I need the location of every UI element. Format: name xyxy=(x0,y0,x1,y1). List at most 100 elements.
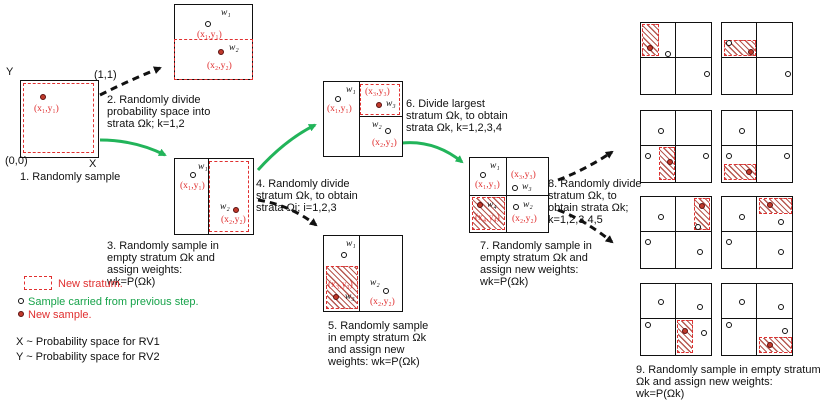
step9-option-8 xyxy=(721,283,793,356)
step7-caption: 7. Randomly sample in empty stratum Ωk a… xyxy=(480,240,592,288)
carried-sample-dot xyxy=(513,204,519,210)
legend-rv2: Y ~ Probability space for RV2 xyxy=(16,351,160,363)
stratum-divider xyxy=(208,159,210,234)
carried-sample-dot xyxy=(645,153,651,159)
corner-top-label: (1,1) xyxy=(94,69,117,81)
carried-sample-dot xyxy=(703,153,709,159)
step8-caption: 8. Randomly divide stratum Ωk, to obtain… xyxy=(548,178,642,226)
weight-label: w₁ xyxy=(221,8,231,18)
new-stratum xyxy=(759,198,792,214)
new-stratum xyxy=(694,198,710,230)
sample-label-2: (x₂,y₂) xyxy=(372,138,397,148)
weight-label: w₂ xyxy=(220,202,230,212)
carried-sample-dot xyxy=(512,185,518,191)
step3-caption: 3. Randomly sample in empty stratum Ωk a… xyxy=(107,240,219,288)
carried-sample-dot xyxy=(335,96,341,102)
step9-option-6 xyxy=(721,196,793,269)
carried-sample-dot xyxy=(697,249,703,255)
carried-sample-dot xyxy=(726,153,732,159)
carried-sample-dot xyxy=(383,288,389,294)
stratum-divider xyxy=(359,116,403,118)
new-sample-dot xyxy=(376,102,382,108)
weight-label: w₃ xyxy=(522,182,532,192)
stratum-divider xyxy=(722,318,792,320)
arrow-1-to-3 xyxy=(99,138,167,157)
step5-space: w₁ (x₃,y₃) w₃ w₂ (x₂,y₂) xyxy=(323,235,403,312)
carried-sample-dot xyxy=(726,40,732,46)
sample-label-3: (x₃,y₃) xyxy=(365,87,390,97)
carried-sample-dot xyxy=(480,172,486,178)
step2-space: w₁ (x₁,y₁) w₂ (x₂,y₂) xyxy=(174,4,253,80)
weight-label: w₁ xyxy=(346,85,356,95)
step1-stratum xyxy=(23,83,94,153)
carried-sample-dot xyxy=(785,71,791,77)
stratum-divider xyxy=(722,145,792,147)
new-sample-dot xyxy=(233,207,239,213)
sample-label-1: (x₁,y₁) xyxy=(180,181,205,191)
new-sample-dot xyxy=(647,45,653,51)
stratum-divider xyxy=(641,57,711,59)
carried-sample-dot xyxy=(665,51,671,57)
stratum-divider xyxy=(359,236,361,311)
step9-option-3 xyxy=(640,110,712,183)
weight-label: w₃ xyxy=(386,99,396,109)
weight-label: w₁ xyxy=(346,239,356,249)
legend-new-stratum: New stratum. xyxy=(58,278,123,290)
carried-sample-dot xyxy=(190,172,196,178)
new-sample-dot xyxy=(767,342,773,348)
arrow-1-to-2 xyxy=(99,66,162,97)
arrow-3-to-4 xyxy=(256,123,317,172)
new-sample-dot xyxy=(477,202,483,208)
new-sample-dot xyxy=(218,49,224,55)
legend-carried-dot xyxy=(18,298,24,304)
arrow-7-to-8b xyxy=(557,208,614,244)
carried-sample-dot xyxy=(778,304,784,310)
arrow-4-to-7 xyxy=(401,141,464,164)
carried-sample-dot xyxy=(784,153,790,159)
stratum-divider xyxy=(359,82,361,156)
carried-sample-dot xyxy=(739,214,745,220)
carried-sample-dot xyxy=(658,128,664,134)
sample-label-2: (x₂,y₂) xyxy=(221,215,246,225)
stratum-divider xyxy=(756,197,758,268)
carried-sample-dot xyxy=(695,224,701,230)
sample-label-2: (x₂,y₂) xyxy=(207,61,232,71)
new-sample-dot xyxy=(746,169,752,175)
legend-rv1: X ~ Probability space for RV1 xyxy=(16,336,160,348)
carried-sample-dot xyxy=(739,299,745,305)
new-stratum xyxy=(360,84,400,115)
carried-sample-dot xyxy=(726,322,732,328)
stratum-divider xyxy=(675,23,677,94)
carried-sample-dot xyxy=(778,219,784,225)
new-stratum xyxy=(677,320,693,353)
stratum-divider xyxy=(641,318,711,320)
new-stratum xyxy=(209,161,249,232)
stratum-divider xyxy=(722,231,792,233)
step4-caption: 4. Randomly divide stratum Ωk, to obtain… xyxy=(256,178,358,214)
step9-caption: 9. Randomly sample in empty stratum Ωk a… xyxy=(636,364,821,400)
stratum-divider xyxy=(722,57,792,59)
new-sample-dot xyxy=(333,294,339,300)
carried-sample-dot xyxy=(778,249,784,255)
weight-label: w₂ xyxy=(370,278,380,288)
carried-sample-dot xyxy=(704,71,710,77)
stratum-divider xyxy=(756,284,758,355)
weight-label: w₃ xyxy=(345,292,355,302)
step2-caption: 2. Randomly divide probability space int… xyxy=(107,94,211,130)
new-stratum xyxy=(174,39,253,80)
weight-label: w₄ xyxy=(487,200,497,210)
new-stratum xyxy=(724,164,756,180)
step6-caption: 6. Divide largest stratum Ωk, to obtain … xyxy=(406,98,508,134)
new-sample-dot xyxy=(767,202,773,208)
new-stratum xyxy=(759,337,792,353)
new-stratum xyxy=(642,24,659,56)
weight-label: w₂ xyxy=(523,200,533,210)
weight-label: w₂ xyxy=(372,120,382,130)
axis-y-label: Y xyxy=(6,66,14,78)
sample-label-1: (x₁,y₁) xyxy=(197,30,222,40)
step7-space: w₁ (x₁,y₁) (x₃,y₃) w₃ w₄ (x₄,y₄) w₂ (x₂,… xyxy=(469,157,549,233)
stratum-divider xyxy=(675,284,677,355)
stratum-divider xyxy=(756,111,758,182)
weight-label: w₂ xyxy=(229,43,239,53)
